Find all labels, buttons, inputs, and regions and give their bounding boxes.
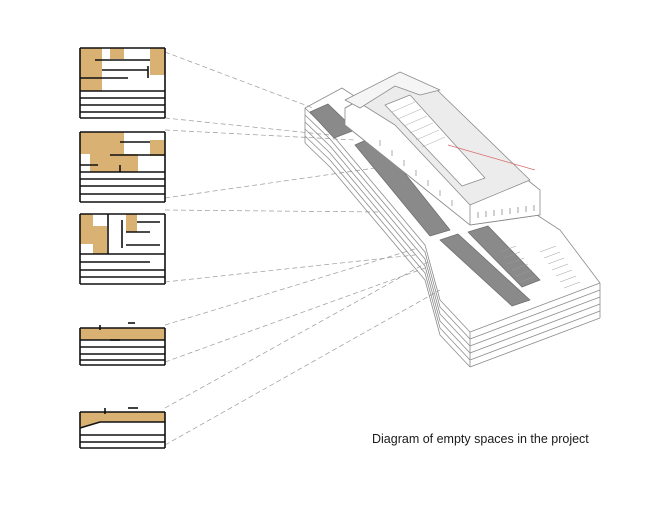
leader-line [164, 254, 416, 283]
leader-line [164, 167, 376, 199]
section-drawing-3 [79, 213, 166, 285]
roof-hatch [391, 101, 446, 148]
roof-canopy [344, 71, 441, 109]
podium-slabs [304, 107, 471, 368]
section-drawing-2 [79, 131, 166, 203]
void-space [80, 132, 165, 172]
leader-lines [164, 51, 441, 446]
leader-line [164, 261, 429, 409]
void-space [80, 48, 165, 91]
roof-accent-line [447, 144, 536, 171]
diagram-caption: Diagram of empty spaces in the project [372, 432, 589, 446]
window-row [477, 205, 535, 218]
leader-line [164, 51, 314, 109]
axonometric-model [304, 71, 601, 368]
leader-line [164, 247, 419, 326]
stair-hatch [499, 245, 581, 289]
leader-line [164, 117, 331, 136]
leader-line [164, 129, 356, 141]
section-drawing-1 [79, 47, 166, 119]
podium-voids [309, 103, 541, 307]
roof-opening [384, 94, 486, 187]
leader-line [164, 209, 381, 213]
section-drawing-5 [79, 407, 166, 449]
section-drawing-4 [79, 322, 166, 366]
void-space [80, 214, 137, 254]
void-space [80, 328, 165, 340]
leader-line [164, 267, 426, 363]
void-space [80, 412, 165, 428]
leader-line [164, 289, 441, 446]
podium-right-face [469, 282, 601, 368]
facade-openings [379, 140, 453, 206]
